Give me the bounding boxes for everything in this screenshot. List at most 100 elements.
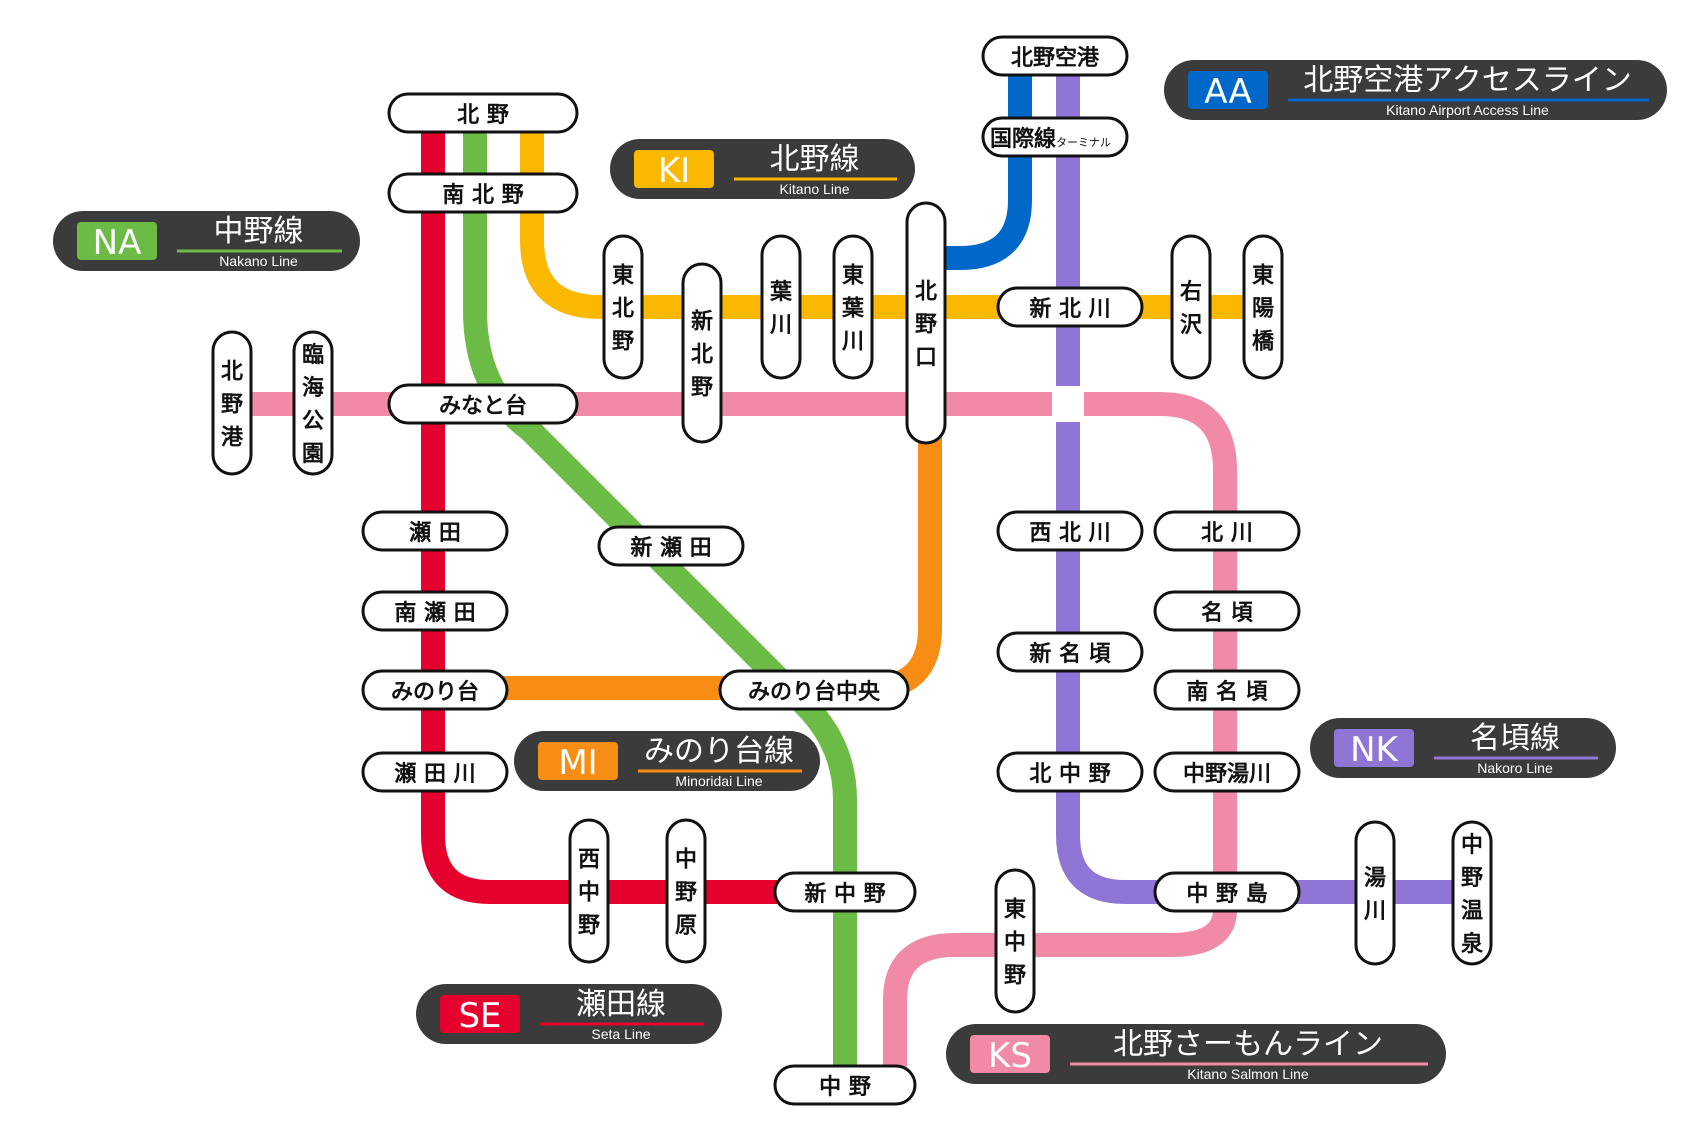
station-setagawa[interactable]: 瀬 田 川: [361, 751, 509, 793]
svg-text:国際線ターミナル: 国際線ターミナル: [990, 126, 1111, 152]
station-kitagawa[interactable]: 北 川: [1153, 510, 1301, 552]
svg-text:みのり台: みのり台: [391, 679, 479, 705]
svg-text:みのり台中央: みのり台中央: [748, 679, 881, 705]
station-nakano[interactable]: 中 野: [773, 1064, 917, 1106]
line-code-badge: [634, 150, 714, 188]
line-name-english: Seta Line: [591, 1026, 650, 1042]
line-name: みのり台線: [644, 734, 794, 769]
svg-text:中野湯川: 中野湯川: [1183, 762, 1271, 787]
station-minamikitano[interactable]: 南 北 野: [387, 172, 579, 214]
station-nishinakano[interactable]: 西中野: [568, 818, 610, 964]
line-code-badge: [1334, 729, 1414, 767]
line-code: MI: [558, 743, 597, 783]
station-nakanohara[interactable]: 中野原: [665, 818, 707, 964]
line-code: AA: [1204, 72, 1251, 112]
line-name: 北野線: [770, 142, 860, 177]
svg-text:中 野: 中 野: [819, 1075, 871, 1100]
station-label: 新北野: [691, 309, 713, 401]
station-kitanokuko[interactable]: 北野空港: [981, 35, 1129, 77]
station-kitano[interactable]: 北 野: [387, 92, 579, 134]
svg-text:北野空港: 北野空港: [1011, 45, 1100, 71]
station-minamiseta[interactable]: 南 瀬 田: [361, 590, 509, 632]
station-higashiyohashi[interactable]: 東陽橋: [1242, 234, 1284, 380]
station-kitanoko[interactable]: 北野港: [211, 330, 253, 476]
svg-text:北 野: 北 野: [457, 103, 509, 128]
line-name-english: Kitano Line: [779, 181, 849, 197]
svg-text:新 中 野: 新 中 野: [804, 881, 885, 907]
line-code-badge: [970, 1035, 1050, 1073]
svg-text:新 名 頃: 新 名 頃: [1029, 641, 1111, 667]
station-shinkitagawa[interactable]: 新 北 川: [996, 286, 1144, 328]
line-name: 北野さーもんライン: [1113, 1027, 1383, 1062]
line-code: NA: [93, 223, 142, 263]
station-higashinakano[interactable]: 東中野: [994, 868, 1036, 1014]
kitano-line-track: [520, 112, 1250, 319]
station-kitanakano[interactable]: 北 中 野: [996, 751, 1144, 793]
line-name-english: Kitano Salmon Line: [1187, 1066, 1309, 1082]
station-nishikitagawa[interactable]: 西 北 川: [996, 510, 1144, 552]
line-code: KS: [988, 1036, 1032, 1076]
legend-salmon-line: KS 北野さーもんライン Kitano Salmon Line: [946, 1024, 1446, 1084]
station-nakoro[interactable]: 名 頃: [1153, 590, 1301, 632]
svg-text:新 瀬 田: 新 瀬 田: [630, 535, 711, 561]
station-shinseta[interactable]: 新 瀬 田: [597, 525, 745, 567]
svg-text:新 北 川: 新 北 川: [1029, 296, 1110, 322]
station-kokusai-terminal[interactable]: 国際線ターミナル: [981, 116, 1129, 158]
station-minatodai[interactable]: みなと台: [387, 383, 579, 425]
station-shinkitano[interactable]: 新北野: [681, 262, 723, 444]
legend-background: [1164, 60, 1667, 120]
line-name-english: Minoridai Line: [675, 773, 762, 789]
station-label: 右沢: [1180, 280, 1203, 338]
line-code: SE: [458, 996, 501, 1036]
line-code-badge: [1188, 71, 1268, 109]
svg-text:名 頃: 名 頃: [1201, 600, 1254, 626]
line-name: 瀬田線: [576, 987, 666, 1022]
station-nakanoyugawa[interactable]: 中野湯川: [1153, 751, 1301, 793]
station-label: 東中野: [1004, 898, 1026, 989]
station-label: 北野港: [221, 360, 244, 451]
svg-text:北 川: 北 川: [1201, 521, 1253, 546]
line-name: 北野空港アクセスライン: [1303, 63, 1632, 98]
seta-line-track: [421, 112, 850, 904]
station-label: 東葉川: [841, 264, 865, 355]
station-label: 臨海公園: [302, 343, 324, 467]
airport-access-line-track: [918, 58, 1032, 270]
line-code: NK: [1350, 730, 1399, 770]
station-label: 西中野: [578, 848, 600, 939]
station-minoridaichuo[interactable]: みのり台中央: [718, 669, 910, 711]
station-label: 東陽橋: [1252, 264, 1275, 355]
station-higashikitano[interactable]: 東北野: [602, 234, 644, 380]
station-shinnakoro[interactable]: 新 名 頃: [996, 631, 1144, 673]
line-code-badge: [77, 222, 157, 260]
station-label: 湯川: [1363, 866, 1386, 924]
legend-seta-line: SE 瀬田線 Seta Line: [416, 984, 722, 1044]
station-label: 北野口: [915, 280, 937, 371]
line-code-badge: [538, 742, 618, 780]
nakano-line-track: [463, 112, 857, 1085]
svg-text:南 北 野: 南 北 野: [442, 183, 523, 208]
line-code-badge: [440, 995, 520, 1033]
station-rinkaikoen[interactable]: 臨海公園: [292, 330, 334, 476]
station-hagawa[interactable]: 葉川: [760, 234, 802, 380]
svg-text:中 野 島: 中 野 島: [1186, 881, 1267, 907]
line-code: KI: [658, 151, 690, 191]
station-nakanoonsen[interactable]: 中野温泉: [1451, 820, 1493, 966]
station-seta[interactable]: 瀬 田: [361, 510, 509, 552]
station-minaminakoro[interactable]: 南 名 頃: [1153, 669, 1301, 711]
svg-text:瀬 田: 瀬 田: [409, 521, 461, 546]
line-name: 名頃線: [1470, 721, 1560, 756]
station-yugawa[interactable]: 湯川: [1354, 820, 1396, 966]
station-shinnakano[interactable]: 新 中 野: [773, 871, 917, 913]
station-label: 葉川: [769, 280, 793, 338]
station-nakanojima[interactable]: 中 野 島: [1153, 871, 1301, 913]
svg-text:北 中 野: 北 中 野: [1029, 762, 1110, 787]
station-kitanoguchi[interactable]: 北野口: [905, 201, 947, 445]
line-name: 中野線: [214, 214, 304, 249]
station-higashihagawa[interactable]: 東葉川: [832, 234, 874, 380]
station-usawa[interactable]: 右沢: [1170, 234, 1212, 380]
line-name-english: Kitano Airport Access Line: [1386, 102, 1549, 118]
svg-text:みなと台: みなと台: [439, 393, 527, 419]
station-minoridai[interactable]: みのり台: [361, 669, 509, 711]
